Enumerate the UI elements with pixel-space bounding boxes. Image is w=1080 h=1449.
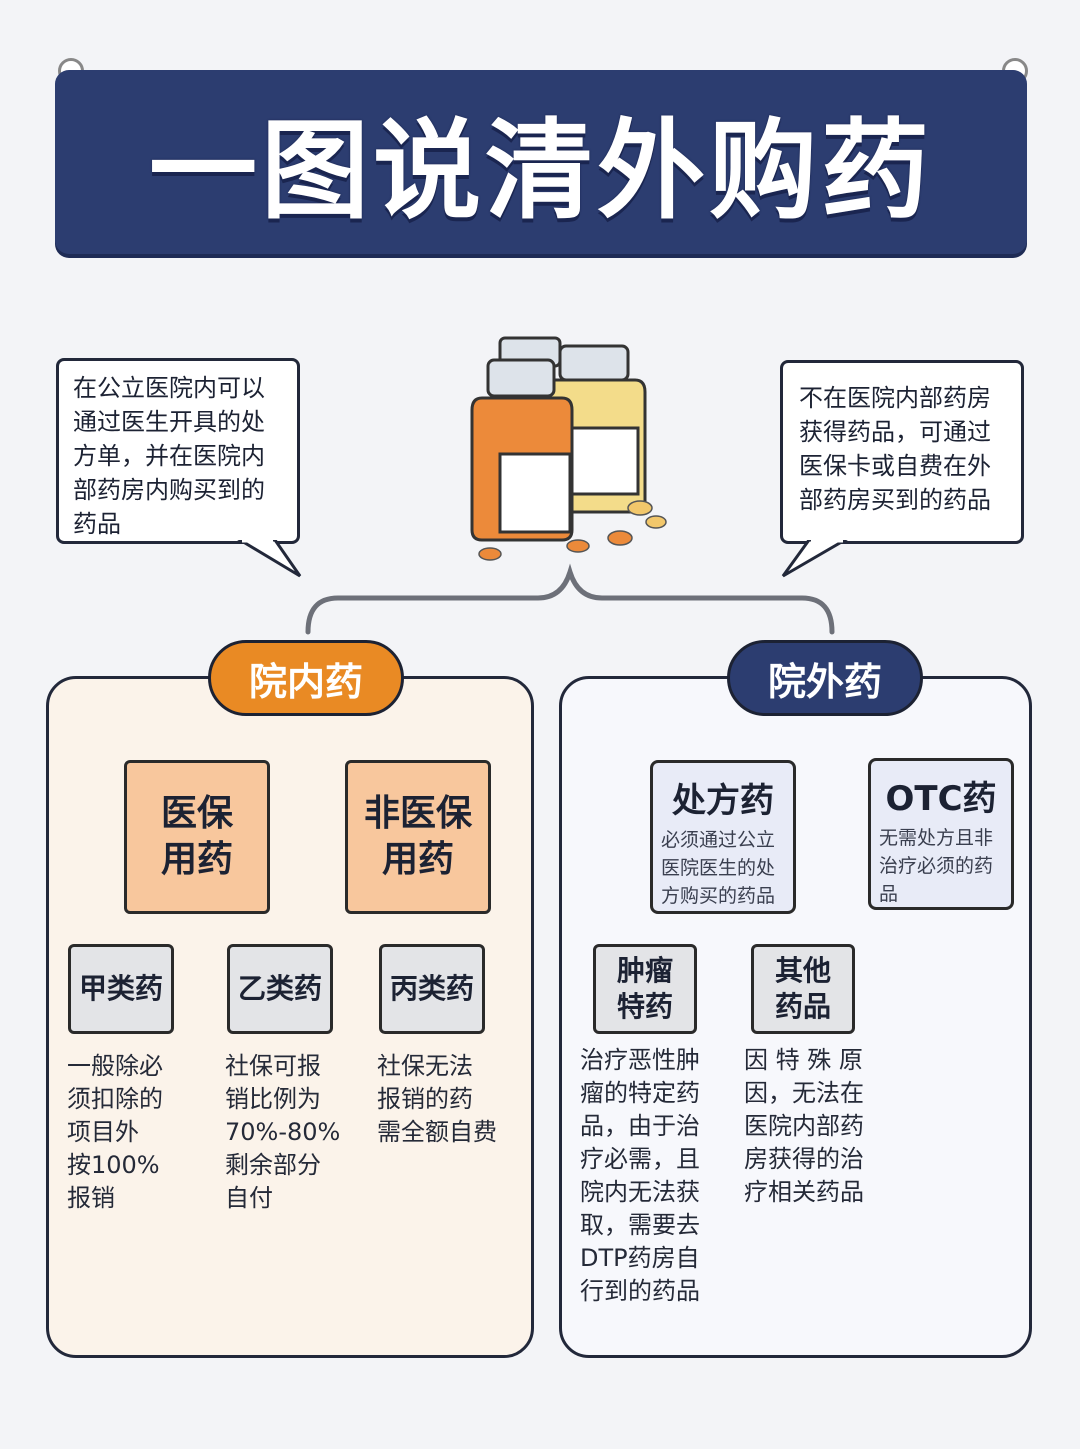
class-a-box: 甲类药 <box>68 944 174 1034</box>
page-title: 一图说清外购药 <box>148 109 933 234</box>
desc-line: 瘤的特定药 <box>580 1079 700 1107</box>
speech-bubble-inpatient: 在公立医院内可以 通过医生开具的处 方单，并在医院内 部药房内购买到的 药品 <box>56 358 300 544</box>
desc-line: 一般除必 <box>67 1052 163 1080</box>
otc-drugs-box: OTC药 无需处方且非 治疗必须的药 品 <box>868 758 1014 910</box>
class-b-desc: 社保可报 销比例为 70%-80% 剩余部分 自付 <box>225 1050 365 1215</box>
oncology-drugs-label: 肿瘤 特药 <box>616 954 673 1023</box>
prescription-drugs-desc: 必须通过公立 医院医生的处 方购买的药品 <box>653 822 793 910</box>
prescription-drugs-label: 处方药 <box>672 781 774 821</box>
desc-line: 治疗必须的药 <box>879 855 994 877</box>
desc-line: 院内无法获 <box>580 1178 700 1206</box>
desc-line: 医院医生的处 <box>661 857 776 879</box>
desc-line: 治疗恶性肿 <box>580 1046 700 1074</box>
desc-line: 社保可报 <box>225 1052 321 1080</box>
prescription-drugs-box: 处方药 必须通过公立 医院医生的处 方购买的药品 <box>650 760 796 914</box>
desc-line: 无需处方且非 <box>879 827 994 849</box>
speech-bubble-outpatient: 不在医院内部药房 获得药品，可通过 医保卡或自费在外 部药房买到的药品 <box>780 360 1024 544</box>
bubble-line: 方单，并在医院内 <box>73 442 265 470</box>
desc-line: 必须通过公立 <box>661 829 776 851</box>
class-a-label: 甲类药 <box>78 972 163 1005</box>
desc-line: 销比例为 <box>225 1085 321 1113</box>
desc-line: 品，由于治 <box>580 1112 700 1140</box>
desc-line: 因 特 殊 原 <box>744 1046 863 1074</box>
otc-drugs-label: OTC药 <box>885 779 997 819</box>
desc-line: 疗相关药品 <box>744 1178 864 1206</box>
title-banner: 一图说清外购药 <box>55 70 1027 254</box>
desc-line: 报销的药 <box>377 1085 473 1113</box>
desc-line: 按100% <box>67 1151 160 1179</box>
bubble-line: 在公立医院内可以 <box>73 374 265 402</box>
desc-line: 项目外 <box>67 1118 139 1146</box>
class-c-desc: 社保无法 报销的药 需全额自费 <box>377 1050 517 1149</box>
desc-line: 社保无法 <box>377 1052 473 1080</box>
bubble-line: 医保卡或自费在外 <box>799 452 991 480</box>
insured-drugs-label: 医保 用药 <box>160 793 233 880</box>
desc-line: 报销 <box>67 1184 115 1212</box>
bubble-line: 不在医院内部药房 <box>799 384 991 412</box>
bubble-tail-right-icon <box>781 540 848 578</box>
desc-line: 取，需要去 <box>580 1211 700 1239</box>
desc-line: 自付 <box>225 1184 273 1212</box>
desc-line: 房获得的治 <box>744 1145 864 1173</box>
outpatient-label: 院外药 <box>727 640 923 716</box>
bubble-line: 部药房内购买到的 <box>73 476 265 504</box>
class-a-desc: 一般除必 须扣除的 项目外 按100% 报销 <box>67 1050 207 1215</box>
class-b-label: 乙类药 <box>237 972 322 1005</box>
class-c-box: 丙类药 <box>379 944 485 1034</box>
other-drugs-label: 其他 药品 <box>774 954 831 1023</box>
desc-line: 70%-80% <box>225 1118 341 1146</box>
oncology-drugs-desc: 治疗恶性肿 瘤的特定药 品，由于治 疗必需，且 院内无法获 取，需要去 DTP药… <box>580 1044 730 1308</box>
desc-line: 需全额自费 <box>377 1118 497 1146</box>
desc-line: 因，无法在 <box>744 1079 864 1107</box>
other-drugs-box: 其他 药品 <box>751 944 855 1034</box>
inpatient-label: 院内药 <box>208 640 404 716</box>
otc-drugs-desc: 无需处方且非 治疗必须的药 品 <box>871 820 1011 908</box>
desc-line: DTP药房自 <box>580 1244 700 1272</box>
uninsured-drugs-box: 非医保 用药 <box>345 760 491 914</box>
desc-line: 医院内部药 <box>744 1112 864 1140</box>
desc-line: 方购买的药品 <box>661 885 776 907</box>
desc-line: 疗必需，且 <box>580 1145 700 1173</box>
bubble-line: 通过医生开具的处 <box>73 408 265 436</box>
medicine-bottles-icon <box>470 336 667 561</box>
insured-drugs-box: 医保 用药 <box>124 760 270 914</box>
oncology-drugs-box: 肿瘤 特药 <box>593 944 697 1034</box>
class-b-box: 乙类药 <box>227 944 333 1034</box>
desc-line: 品 <box>879 883 899 905</box>
desc-line: 行到的药品 <box>580 1277 700 1305</box>
uninsured-drugs-label: 非医保 用药 <box>363 793 472 880</box>
desc-line: 剩余部分 <box>225 1151 321 1179</box>
bubble-line: 药品 <box>73 510 121 538</box>
bubble-line: 部药房买到的药品 <box>799 486 991 514</box>
bubble-tail-left-icon <box>237 540 302 578</box>
class-c-label: 丙类药 <box>389 972 474 1005</box>
bubble-line: 获得药品，可通过 <box>799 418 991 446</box>
other-drugs-desc: 因 特 殊 原 因，无法在 医院内部药 房获得的治 疗相关药品 <box>744 1044 894 1209</box>
desc-line: 须扣除的 <box>67 1085 163 1113</box>
